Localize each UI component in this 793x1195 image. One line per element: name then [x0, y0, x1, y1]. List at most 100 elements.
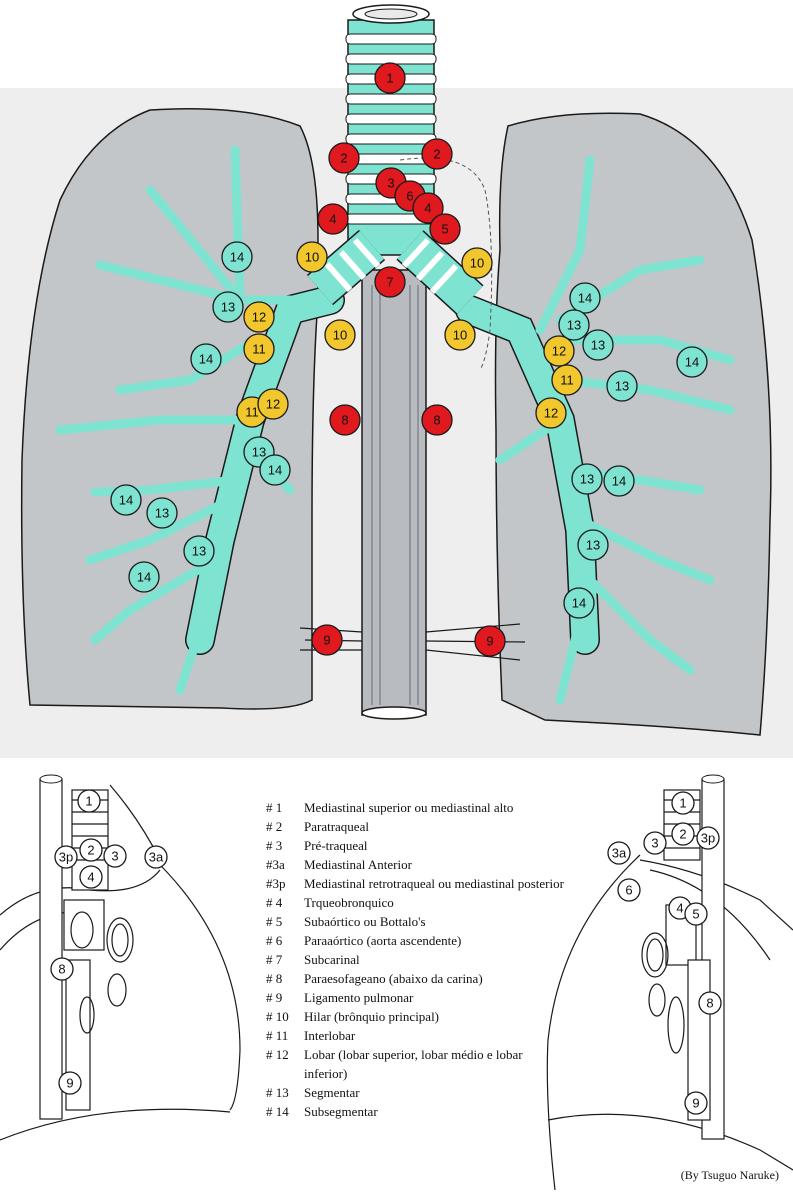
legend-label: Paraaórtico (aorta ascendente) [304, 933, 462, 948]
lymph-node-station: 3p [54, 845, 78, 869]
lymph-node-circle [535, 397, 567, 429]
lymph-node-label: 3 [387, 176, 394, 191]
lymph-node-circle [421, 404, 453, 436]
legend-label: Trqueobronquico [304, 895, 394, 910]
lymph-node-label: 11 [252, 342, 266, 357]
lymph-node-station: 2 [79, 838, 103, 862]
lymph-node-station: 1 [374, 62, 406, 94]
legend-label: Pré-traqueal [304, 838, 368, 853]
lymph-node-label: 10 [305, 250, 319, 265]
lymph-node-label: 14 [685, 355, 699, 370]
lymph-node-label: 8 [341, 413, 348, 428]
legend-code: # 8 [266, 971, 283, 986]
lymph-node-station: 9 [311, 624, 343, 656]
lymph-node-label: 9 [486, 634, 493, 649]
lymph-node-label: 6 [625, 883, 632, 898]
lymph-node-circle [676, 346, 708, 378]
lymph-node-label: 13 [615, 379, 629, 394]
legend-code: # 9 [266, 990, 283, 1005]
legend-label: Subsegmentar [304, 1104, 378, 1119]
lymph-node-label: 8 [58, 962, 65, 977]
lymph-node-label: 6 [406, 189, 413, 204]
legend-code: # 13 [266, 1085, 289, 1100]
lymph-node-station: 4 [79, 865, 103, 889]
lymph-node-circle [558, 309, 590, 341]
lymph-node-circle [311, 624, 343, 656]
lymph-node-label: 13 [252, 445, 266, 460]
lymph-node-station: 10 [324, 319, 356, 351]
lymph-node-circle [429, 213, 461, 245]
lymph-node-station: 14 [221, 241, 253, 273]
lymph-node-station: 8 [329, 404, 361, 436]
lymph-node-circle [110, 484, 142, 516]
lymph-node-station: 13 [582, 329, 614, 361]
legend-code: # 7 [266, 952, 283, 967]
legend-label: Lobar (lobar superior, lobar médio e lob… [304, 1047, 523, 1081]
legend-label: Hilar (brônquio principal) [304, 1009, 440, 1024]
lymph-node-circle [144, 845, 168, 869]
lymph-node-circle [607, 841, 631, 865]
lymph-node-label: 14 [578, 291, 592, 306]
lymph-node-station: 12 [535, 397, 567, 429]
lymph-node-station: 6 [617, 878, 641, 902]
lymph-node-circle [671, 822, 695, 846]
lymph-node-station: 4 [412, 192, 444, 224]
lymph-node-label: 12 [552, 344, 566, 359]
lymph-node-circle [190, 343, 222, 375]
lymph-node-station: 12 [543, 335, 575, 367]
lymph-node-label: 3p [59, 850, 73, 865]
lymph-node-station: 1 [671, 791, 695, 815]
legend-code: # 12 [266, 1047, 289, 1062]
legend-code: # 3 [266, 838, 283, 853]
lymph-node-station: 2 [421, 138, 453, 170]
lymph-node-label: 14 [119, 493, 133, 508]
esophagus [361, 269, 427, 716]
lymph-node-label: 13 [586, 538, 600, 553]
legend-code: # 5 [266, 914, 283, 929]
lymph-node-label: 13 [192, 544, 206, 559]
lymph-node-circle [146, 497, 178, 529]
lymph-node-station: 3a [144, 845, 168, 869]
lymph-node-label: 8 [433, 413, 440, 428]
lymph-node-circle [698, 991, 722, 1015]
lymph-node-circle [328, 142, 360, 174]
lymph-node-label: 8 [706, 996, 713, 1011]
lymph-node-label: 9 [323, 633, 330, 648]
lymph-node-station: 11 [551, 364, 583, 396]
lymph-node-label: 14 [612, 474, 626, 489]
lymph-node-station: 2 [328, 142, 360, 174]
lymph-node-station: 14 [676, 346, 708, 378]
lymph-node-label: 3a [149, 850, 164, 865]
lymph-node-circle [671, 791, 695, 815]
lymph-node-circle [54, 845, 78, 869]
lymph-node-label: 11 [560, 373, 574, 388]
lymph-node-circle [324, 319, 356, 351]
lymph-node-station: 8 [421, 404, 453, 436]
lymph-node-label: 10 [453, 328, 467, 343]
lymph-node-station: 9 [474, 625, 506, 657]
lymph-node-label: 1 [679, 796, 686, 811]
legend-row: # 7 Subcarinal [266, 950, 566, 969]
lymph-node-circle [183, 535, 215, 567]
lymph-node-label: 14 [199, 352, 213, 367]
lymph-node-station: 14 [110, 484, 142, 516]
right-inset-top-cap [701, 774, 725, 784]
lymph-node-circle [243, 333, 275, 365]
lymph-node-station: 3 [643, 831, 667, 855]
lymph-node-circle [374, 266, 406, 298]
lymph-node-label: 4 [87, 870, 94, 885]
esophagus-shading [371, 285, 419, 705]
lymph-node-station: 1 [77, 789, 101, 813]
lymph-node-label: 1 [386, 71, 393, 86]
lymph-node-label: 14 [268, 463, 282, 478]
legend-label: Subcarinal [304, 952, 360, 967]
lymph-node-label: 2 [340, 151, 347, 166]
lymph-node-circle [374, 62, 406, 94]
lymph-node-circle [77, 789, 101, 813]
lymph-node-station: 13 [558, 309, 590, 341]
lymph-node-label: 2 [87, 843, 94, 858]
